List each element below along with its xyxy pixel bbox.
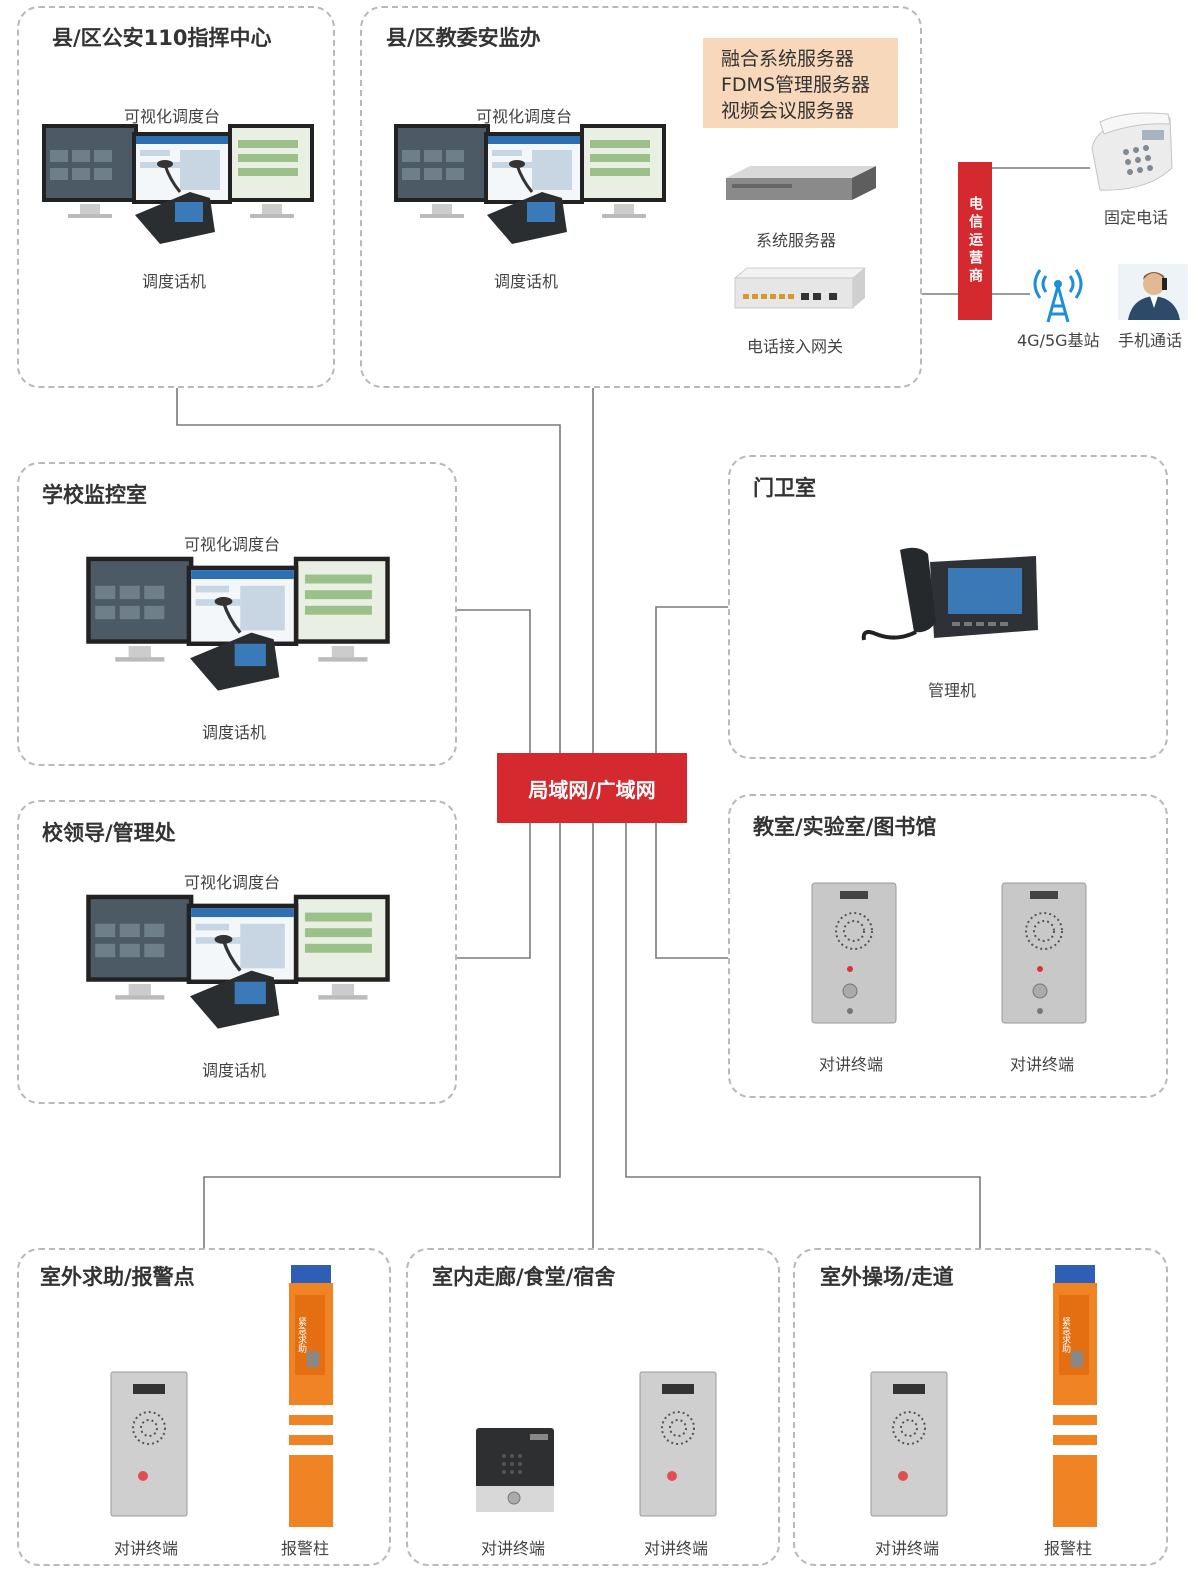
server-item: FDMS管理服务器 [721, 74, 871, 96]
system-server-label: 系统服务器 [756, 231, 837, 250]
phone-label: 调度话机 [202, 1061, 267, 1080]
gate-device-label: 管理机 [928, 681, 977, 700]
panel-title: 门卫室 [753, 476, 816, 500]
server-item: 视频会议服务器 [721, 100, 855, 122]
intercom-panel-icon [1001, 882, 1087, 1024]
pillar-label: 紧急求助 [1060, 1317, 1071, 1354]
video-phone-icon [861, 547, 1038, 641]
dispatch-console-icon [42, 124, 314, 244]
panel-title: 县/区公安110指挥中心 [52, 26, 272, 50]
device-label: 对讲终端 [1010, 1055, 1075, 1074]
fixed-phone-label: 固定电话 [1104, 208, 1169, 227]
dispatch-console-icon [86, 556, 390, 691]
mobile-user-icon [1118, 264, 1188, 320]
device-label: 对讲终端 [114, 1539, 179, 1558]
base-station-label: 4G/5G基站 [1017, 331, 1100, 350]
panel-playground [793, 1248, 1168, 1566]
panel-title: 县/区教委安监办 [386, 26, 541, 50]
panel-indoor-corridor [406, 1248, 780, 1566]
telecom-operator: 电信运营商 [958, 162, 992, 320]
panel-outdoor-help [17, 1248, 391, 1566]
cell-tower-icon [1033, 269, 1083, 323]
console-label: 可视化调度台 [184, 873, 281, 892]
phone-label: 调度话机 [202, 723, 267, 742]
device-label: 报警柱 [1044, 1539, 1093, 1558]
device-label: 对讲终端 [875, 1539, 940, 1558]
console-label: 可视化调度台 [476, 107, 573, 126]
alarm-pillar-icon: 紧急求助 [289, 1265, 333, 1527]
panel-police-command [17, 6, 335, 388]
gateway-icon [733, 267, 867, 309]
dispatch-console-icon [86, 894, 390, 1029]
system-server-icon [726, 166, 876, 200]
pillar-label: 紧急求助 [296, 1317, 307, 1354]
panel-classroom [728, 794, 1168, 1098]
panel-education-bureau [360, 6, 922, 388]
gateway-label: 电话接入网关 [747, 337, 844, 356]
network-hub: 局域网/广域网 [497, 753, 687, 823]
panel-title: 室外求助/报警点 [40, 1265, 195, 1289]
panel-school-leaders [17, 800, 457, 1104]
device-label: 报警柱 [281, 1539, 330, 1558]
mobile-label: 手机通话 [1118, 331, 1183, 350]
panel-title: 教室/实验室/图书馆 [753, 815, 937, 839]
alarm-pillar-icon: 紧急求助 [1053, 1265, 1097, 1527]
device-label: 对讲终端 [819, 1055, 884, 1074]
panel-gate-room [728, 455, 1168, 759]
panel-title: 室外操场/走道 [820, 1265, 954, 1289]
panel-title: 室内走廊/食堂/宿舍 [432, 1265, 616, 1289]
dispatch-console-icon [394, 124, 666, 244]
mini-intercom-icon [476, 1428, 554, 1512]
panel-title: 校领导/管理处 [42, 821, 176, 845]
intercom-panel-icon [110, 1371, 188, 1517]
phone-label: 调度话机 [142, 272, 207, 291]
console-label: 可视化调度台 [184, 535, 281, 554]
panel-title: 学校监控室 [42, 483, 147, 507]
server-item: 融合系统服务器 [721, 48, 855, 70]
panel-school-monitor [17, 462, 457, 766]
intercom-panel-icon [639, 1371, 717, 1517]
device-label: 对讲终端 [481, 1539, 546, 1558]
console-label: 可视化调度台 [124, 107, 221, 126]
fixed-phone-icon [1091, 112, 1173, 191]
phone-label: 调度话机 [494, 272, 559, 291]
server-list-box: 融合系统服务器 FDMS管理服务器 视频会议服务器 [703, 38, 898, 128]
intercom-panel-icon [870, 1371, 948, 1517]
device-label: 对讲终端 [644, 1539, 709, 1558]
intercom-panel-icon [811, 882, 897, 1024]
